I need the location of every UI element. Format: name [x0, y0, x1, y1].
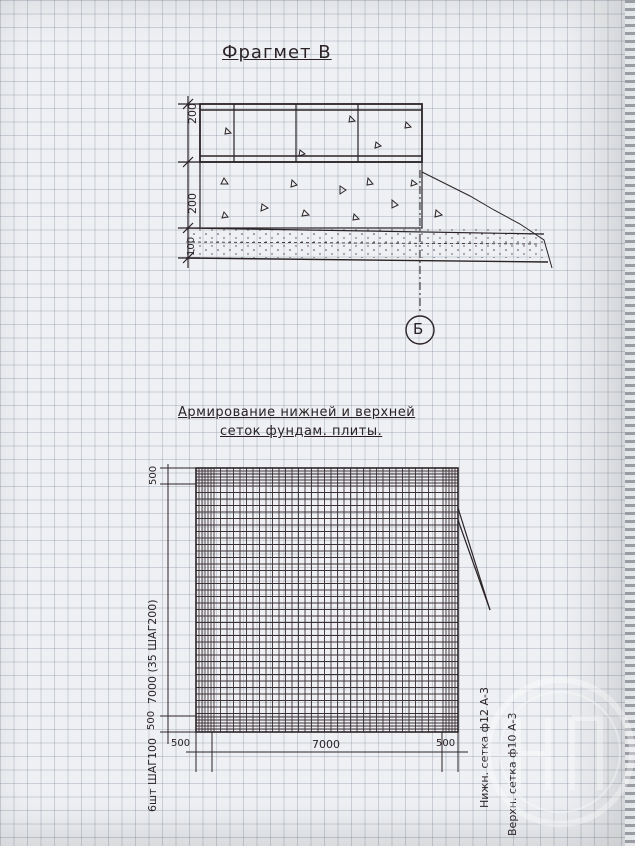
axis-marker-circle	[405, 315, 435, 345]
dim-width-label: 7000	[312, 738, 340, 751]
dim-right-label: 500	[436, 738, 456, 749]
mesh-outline	[195, 467, 459, 733]
reinforcement-title-line1: Армирование нижней и верхней	[178, 405, 416, 420]
fragment-title: Фрагмет В	[222, 42, 332, 63]
reinforcement-title-line2: сеток фундам. плиты.	[220, 424, 383, 439]
notebook-spine	[625, 0, 635, 846]
axis-marker-label: Б	[413, 320, 424, 338]
dim-corner-label: 500	[171, 738, 191, 749]
